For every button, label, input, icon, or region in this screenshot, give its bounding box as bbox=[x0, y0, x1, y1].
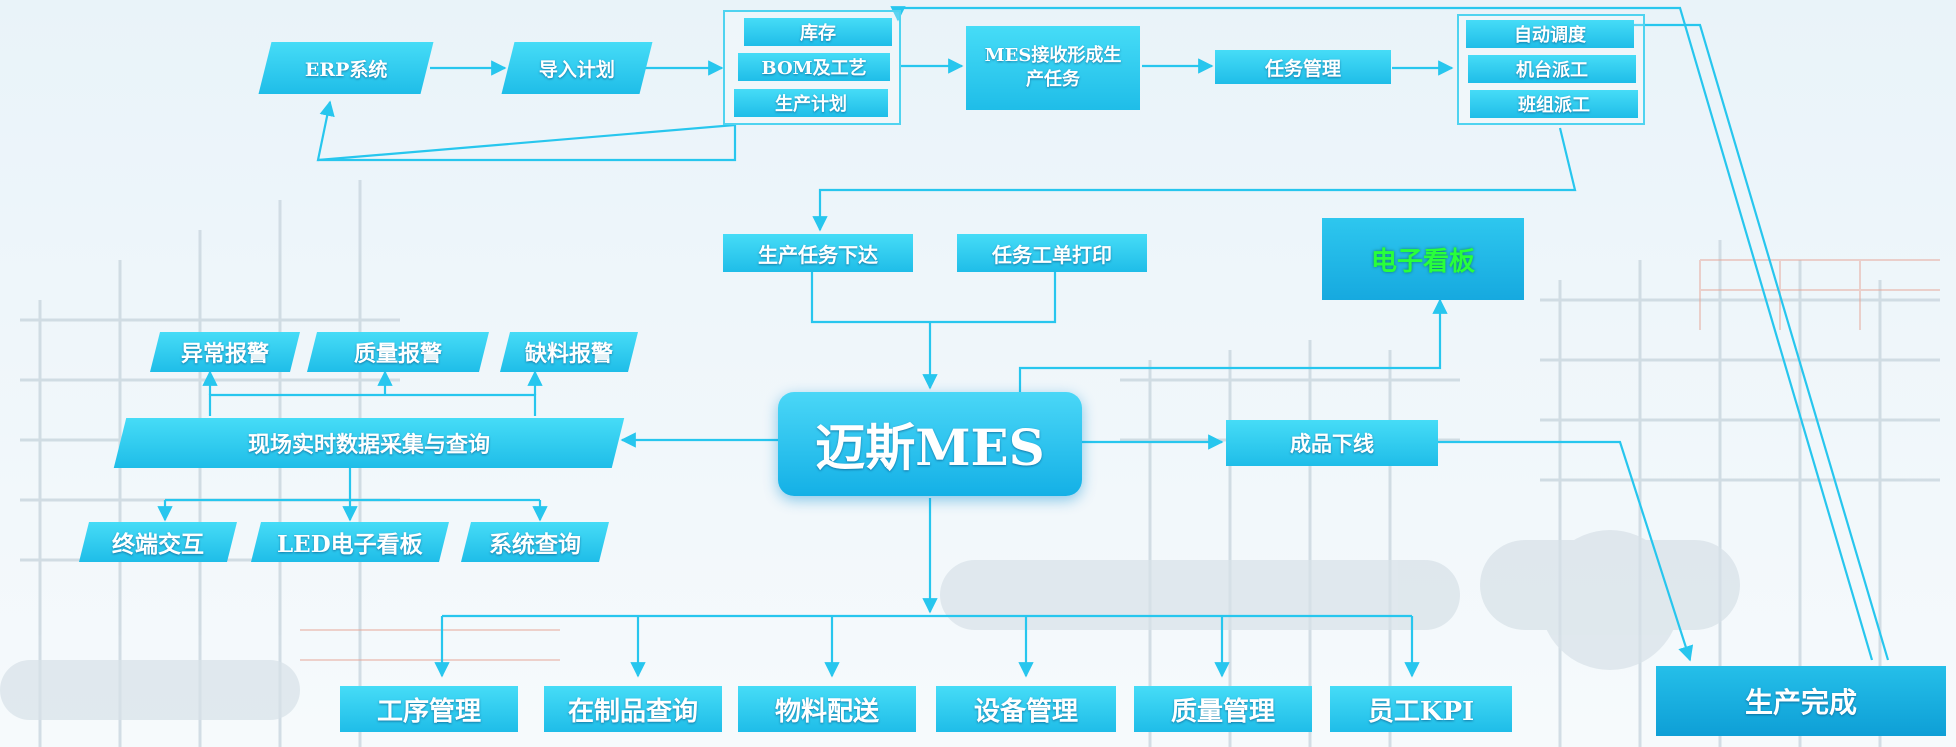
process-management-label: 工序管理 bbox=[376, 696, 481, 727]
process-management-box: 工序管理 bbox=[340, 686, 518, 732]
quality-alarm-label: 质量报警 bbox=[353, 341, 442, 367]
equipment-management-box: 设备管理 bbox=[936, 686, 1116, 732]
task-management-box: 任务管理 bbox=[1215, 50, 1391, 84]
terminal-interaction-label: 终端交互 bbox=[112, 531, 204, 558]
exception-alarm-box: 异常报警 bbox=[150, 332, 300, 372]
electronic-board-box: 电子看板 bbox=[1322, 218, 1524, 300]
exception-alarm-label: 异常报警 bbox=[180, 341, 269, 367]
machine-dispatch-label: 机台派工 bbox=[1516, 60, 1588, 81]
wip-query-label: 在制品查询 bbox=[567, 696, 698, 727]
wip-query-box: 在制品查询 bbox=[544, 686, 722, 732]
system-query-label: 系统查询 bbox=[489, 531, 581, 558]
data-collection-box: 现场实时数据采集与查询 bbox=[113, 418, 625, 468]
employee-kpi-box: 员工KPI bbox=[1330, 686, 1512, 732]
work-order-print-box: 任务工单打印 bbox=[957, 234, 1147, 272]
auto-schedule-label: 自动调度 bbox=[1514, 25, 1586, 46]
inventory-box: 库存 bbox=[744, 18, 892, 46]
system-query-box: 系统查询 bbox=[461, 522, 609, 562]
task-release-box: 生产任务下达 bbox=[723, 234, 913, 272]
production-complete-label: 生产完成 bbox=[1744, 686, 1857, 719]
production-plan-box: 生产计划 bbox=[734, 89, 888, 117]
import-plan-label: 导入计划 bbox=[538, 58, 615, 81]
material-shortage-alarm-box: 缺料报警 bbox=[500, 332, 638, 372]
production-complete-box: 生产完成 bbox=[1656, 666, 1946, 736]
quality-management-box: 质量管理 bbox=[1134, 686, 1312, 732]
led-board-box: LED电子看板 bbox=[251, 522, 449, 562]
mes-receive-label: MES接收形成生产任务 bbox=[984, 45, 1122, 90]
erp-system-label: ERP系统 bbox=[304, 58, 388, 81]
team-dispatch-label: 班组派工 bbox=[1518, 95, 1590, 116]
material-delivery-box: 物料配送 bbox=[738, 686, 916, 732]
inventory-label: 库存 bbox=[800, 23, 836, 44]
machine-dispatch-box: 机台派工 bbox=[1468, 55, 1636, 83]
work-order-print-label: 任务工单打印 bbox=[992, 242, 1112, 267]
task-management-label: 任务管理 bbox=[1264, 57, 1341, 80]
erp-system-box: ERP系统 bbox=[258, 42, 434, 94]
equipment-management-label: 设备管理 bbox=[973, 696, 1078, 727]
maisi-mes-label: 迈斯MES bbox=[815, 418, 1045, 477]
quality-management-label: 质量管理 bbox=[1170, 696, 1275, 727]
finished-offline-label: 成品下线 bbox=[1290, 431, 1374, 456]
mes-receive-box: MES接收形成生产任务 bbox=[966, 26, 1140, 110]
quality-alarm-box: 质量报警 bbox=[307, 332, 489, 372]
maisi-mes-hub: 迈斯MES bbox=[778, 392, 1082, 496]
bom-process-box: BOM及工艺 bbox=[738, 53, 890, 81]
team-dispatch-box: 班组派工 bbox=[1470, 90, 1638, 118]
data-collection-label: 现场实时数据采集与查询 bbox=[247, 432, 490, 458]
material-shortage-alarm-label: 缺料报警 bbox=[524, 341, 613, 367]
employee-kpi-label: 员工KPI bbox=[1367, 696, 1475, 727]
import-plan-box: 导入计划 bbox=[501, 42, 653, 94]
terminal-interaction-box: 终端交互 bbox=[79, 522, 237, 562]
task-release-label: 生产任务下达 bbox=[758, 242, 878, 267]
material-delivery-label: 物料配送 bbox=[774, 696, 879, 727]
electronic-board-label: 电子看板 bbox=[1370, 246, 1475, 277]
finished-offline-box: 成品下线 bbox=[1226, 420, 1438, 466]
auto-schedule-box: 自动调度 bbox=[1466, 20, 1634, 48]
production-plan-label: 生产计划 bbox=[775, 94, 847, 115]
bom-process-label: BOM及工艺 bbox=[761, 58, 867, 79]
led-board-label: LED电子看板 bbox=[277, 531, 423, 558]
